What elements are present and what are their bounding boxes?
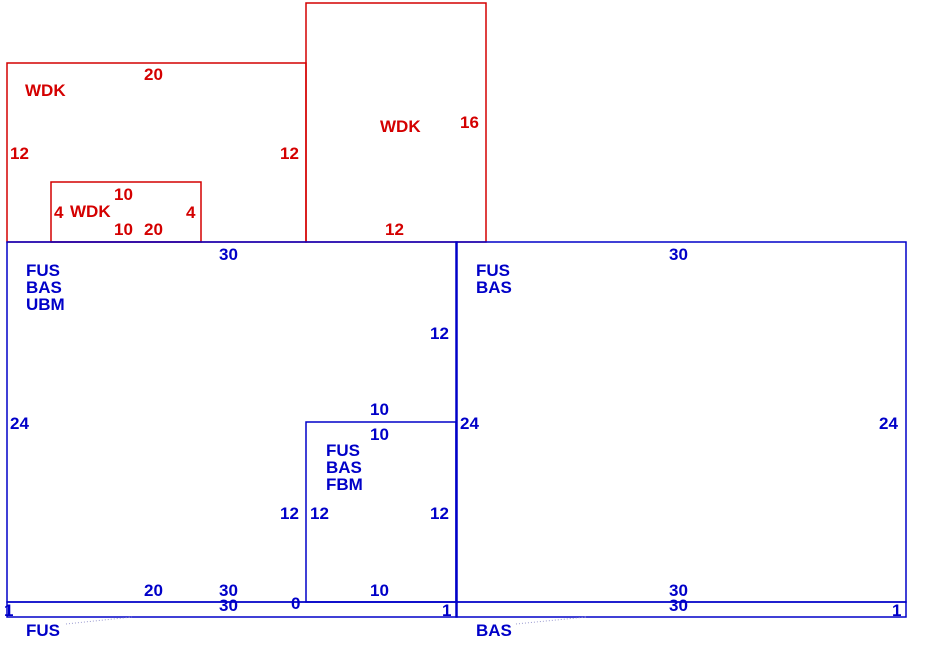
- right-section-code-2: BAS: [476, 278, 512, 297]
- basement-room-left-outer-dim: 12: [280, 504, 299, 523]
- building-right-section: [455, 241, 907, 603]
- right-strip-code: BAS: [476, 621, 512, 640]
- deck-main-left-dim: 12: [10, 144, 29, 163]
- deck-main-top-dim: 20: [144, 65, 163, 84]
- right-section-right-dim: 24: [879, 414, 898, 433]
- basement-room-code-1: FUS: [326, 441, 360, 460]
- right-section-bottom-dim: 30: [669, 581, 688, 600]
- deck-step-top-dim: 10: [114, 185, 133, 204]
- left-strip-left-dim: 1: [4, 601, 13, 620]
- leader-line-bas: [515, 616, 587, 625]
- left-strip-right-dim: 1: [442, 601, 451, 620]
- deck-upper-right-dim: 16: [460, 113, 479, 132]
- deck-main-bottom-dim: 20: [144, 220, 163, 239]
- deck-main-right-dim: 12: [280, 144, 299, 163]
- left-strip-code: FUS: [26, 621, 60, 640]
- deck-step-right-dim: 4: [186, 203, 196, 222]
- building-left-strip: [6, 601, 458, 618]
- right-section-top-dim: 30: [669, 245, 688, 264]
- deck-step-code: WDK: [70, 202, 111, 221]
- left-section-code-2: BAS: [26, 278, 62, 297]
- deck-upper-bottom-dim: 12: [385, 220, 404, 239]
- left-section-code-3: UBM: [26, 295, 65, 314]
- right-strip-right-dim: 1: [892, 601, 901, 620]
- deck-step-bottom-dim: 10: [114, 220, 133, 239]
- basement-room-left-inner-dim: 12: [310, 504, 329, 523]
- left-section-bottom-dim: 30: [219, 581, 238, 600]
- left-strip-width-dim: 30: [219, 596, 238, 615]
- left-section-top-dim: 30: [219, 245, 238, 264]
- deck-step-left-dim: 4: [54, 203, 64, 222]
- deck-main-code: WDK: [25, 81, 66, 100]
- right-section-left-dim: 24: [460, 414, 479, 433]
- basement-room-code-3: FBM: [326, 475, 363, 494]
- left-section-bottom-left-dim: 20: [144, 581, 163, 600]
- basement-room-top-outer-dim: 10: [370, 400, 389, 419]
- basement-room-top-inner-dim: 10: [370, 425, 389, 444]
- deck-upper-code: WDK: [380, 117, 421, 136]
- left-section-code-1: FUS: [26, 261, 60, 280]
- basement-room-bottom-dim: 10: [370, 581, 389, 600]
- left-section-left-dim: 24: [10, 414, 29, 433]
- basement-room-right-dim: 12: [430, 504, 449, 523]
- leader-line-fus: [65, 616, 133, 625]
- left-section-right-dim: 12: [430, 324, 449, 343]
- right-strip-width-dim: 30: [669, 596, 688, 615]
- right-section-code-1: FUS: [476, 261, 510, 280]
- basement-room-code-2: BAS: [326, 458, 362, 477]
- building-right-strip: [455, 601, 907, 618]
- basement-room-corner-dim: 0: [291, 594, 300, 613]
